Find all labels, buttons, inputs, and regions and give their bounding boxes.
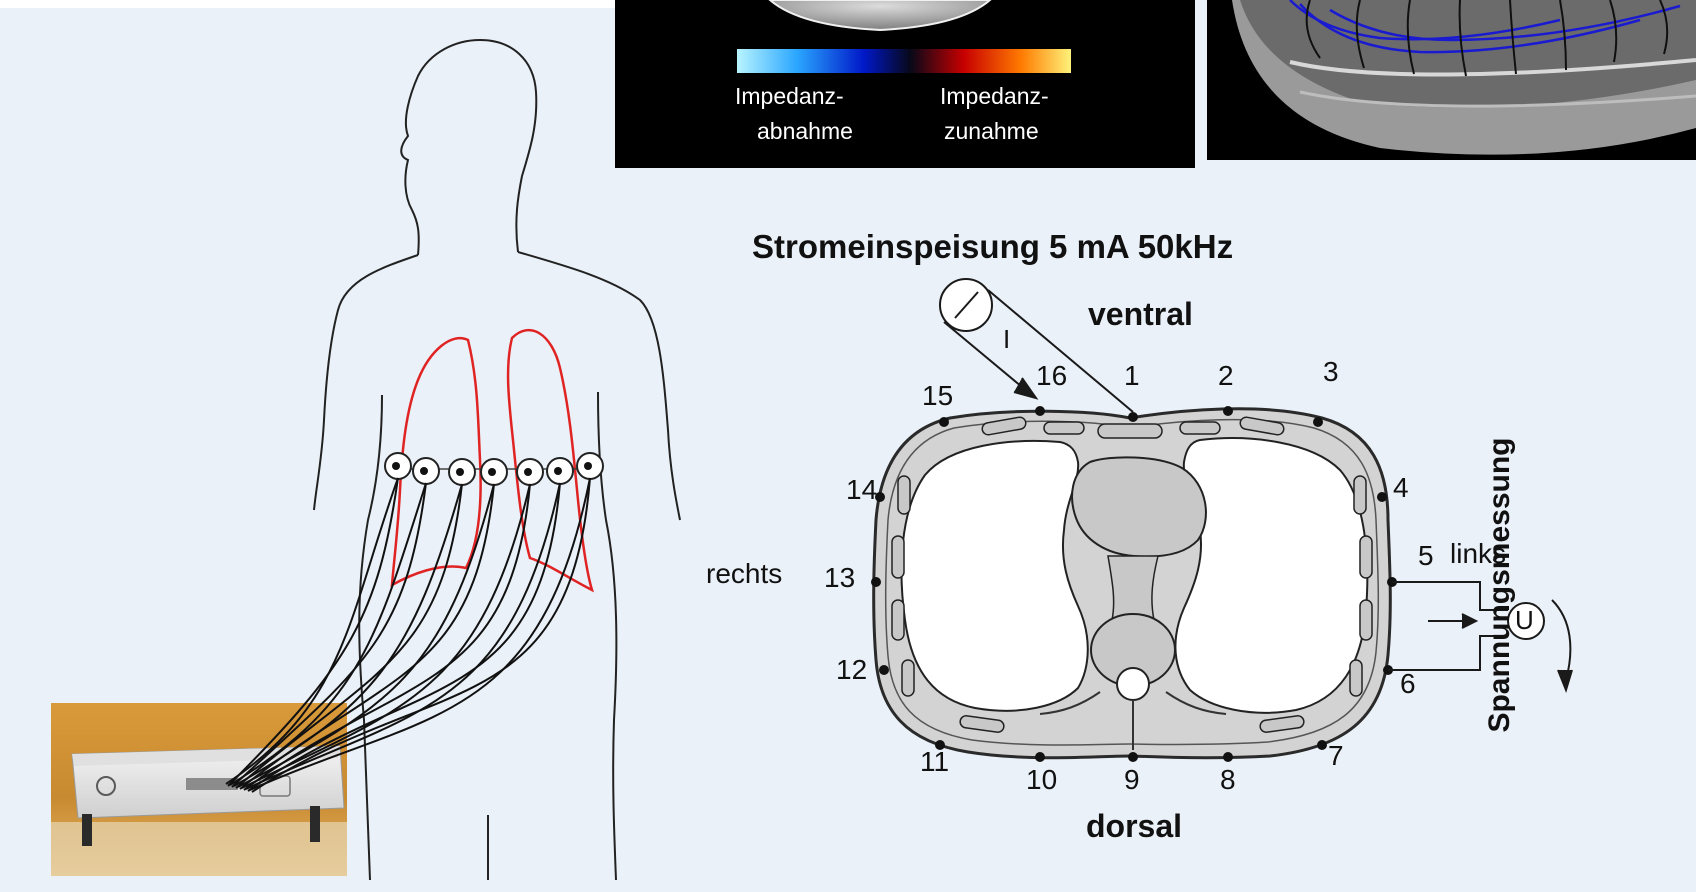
- electrode-number-2: 2: [1218, 360, 1234, 392]
- colorbar-gradient: [737, 49, 1071, 73]
- electrode-number-7: 7: [1328, 740, 1344, 772]
- current-symbol: I: [1003, 324, 1010, 355]
- left-lung-cavity: [1175, 438, 1367, 713]
- voltage-symbol: U: [1515, 605, 1534, 636]
- right-lung-cavity: [902, 441, 1088, 711]
- electrode-number-3: 3: [1323, 356, 1339, 388]
- electrode-number-12: 12: [836, 654, 867, 686]
- colorbar-right-label-line1: Impedanz-: [940, 83, 1049, 109]
- label-ventral: ventral: [1088, 296, 1193, 333]
- electrode-number-14: 14: [846, 474, 877, 506]
- label-dorsal: dorsal: [1086, 808, 1182, 845]
- electrode-number-1: 1: [1124, 360, 1140, 392]
- eit-device-photo: [51, 703, 347, 876]
- heart: [1072, 457, 1206, 556]
- electrode-number-5: 5: [1418, 540, 1434, 572]
- electrode-number-13: 13: [824, 562, 855, 594]
- electrode-number-15: 15: [922, 380, 953, 412]
- electrode-number-9: 9: [1124, 764, 1140, 796]
- colorbar-left-label-line2: abnahme: [757, 118, 853, 144]
- spinal-canal: [1117, 668, 1149, 700]
- electrode-number-4: 4: [1393, 472, 1409, 504]
- electrode-number-16: 16: [1036, 360, 1067, 392]
- colorbar-right-label-line2: zunahme: [944, 118, 1039, 144]
- field-model-panel: [1207, 0, 1696, 160]
- sternum: [1098, 424, 1162, 438]
- label-spannungsmessung: Spannungsmessung: [1483, 405, 1517, 765]
- electrode-number-8: 8: [1220, 764, 1236, 796]
- top-white-strip: [0, 0, 615, 8]
- electrode-number-6: 6: [1400, 668, 1416, 700]
- ct-colorbar-panel: Impedanz- abnahme Impedanz- zunahme: [615, 0, 1195, 168]
- electrode-number-10: 10: [1026, 764, 1057, 796]
- electrode-number-11: 11: [920, 746, 949, 778]
- thorax-cross-section: [871, 406, 1397, 762]
- colorbar-left-label-line1: Impedanz-: [735, 83, 844, 109]
- label-rechts: rechts: [706, 558, 782, 590]
- current-injection-title: Stromeinspeisung 5 mA 50kHz: [752, 228, 1233, 266]
